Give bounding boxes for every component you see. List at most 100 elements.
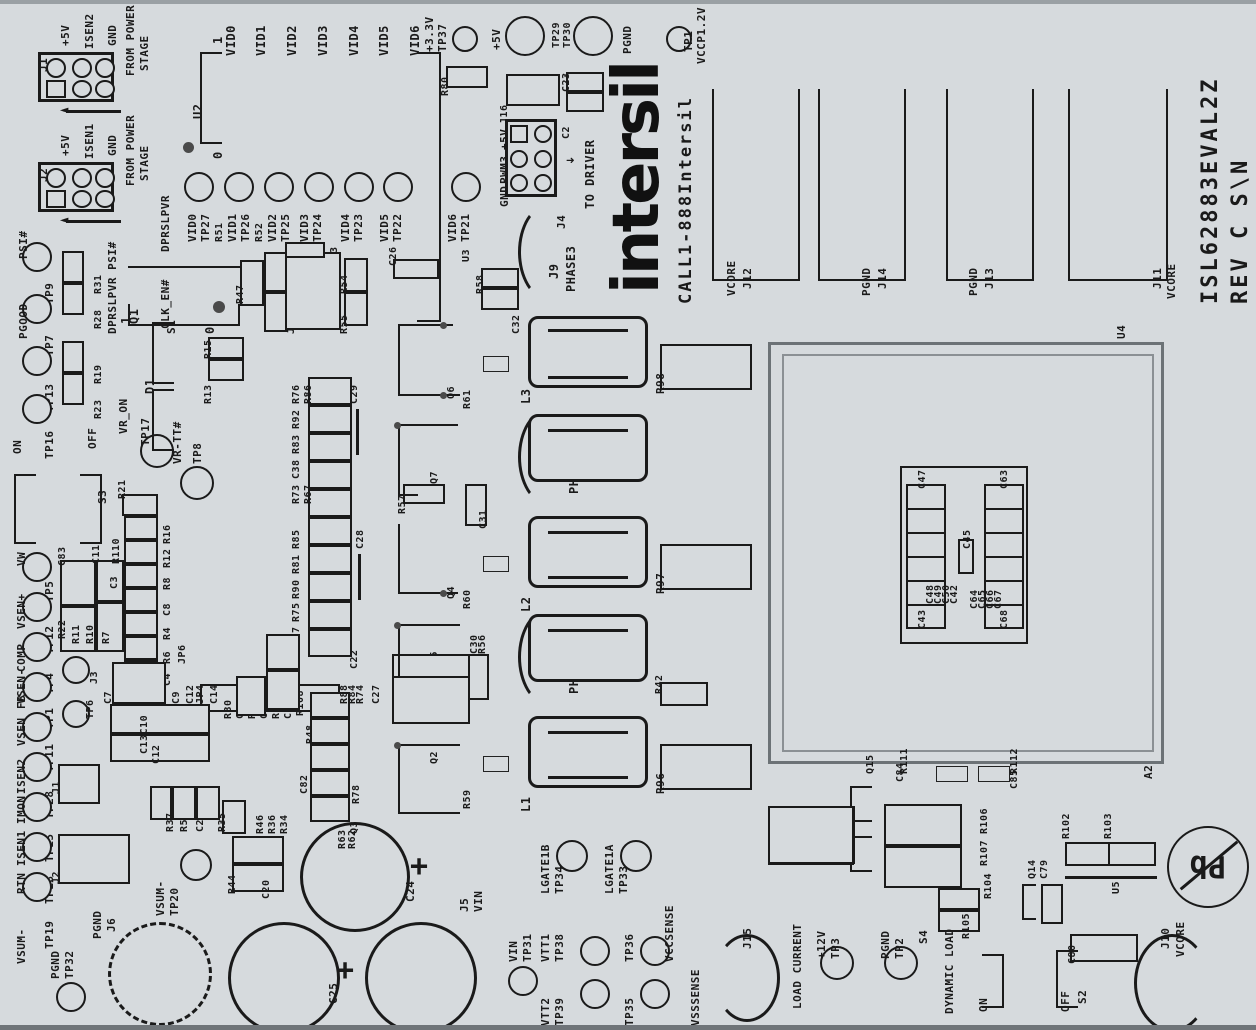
testpoint-tp2-pad[interactable]: [884, 946, 918, 980]
label-r106: R106: [979, 807, 990, 834]
cap-c23: [566, 72, 604, 92]
label-u2-pin0: 0: [211, 151, 225, 159]
cap-c26: [393, 259, 439, 279]
cap-c8: [124, 588, 158, 612]
pad-j3[interactable]: [62, 656, 90, 684]
testpoint-tp9-pad[interactable]: [22, 242, 52, 272]
testpoint-tp38-pad[interactable]: [580, 936, 610, 966]
u2-pin1-dot: [183, 142, 194, 153]
testpoint-tp12-pad[interactable]: [22, 592, 52, 622]
testpoint-tp17-pad[interactable]: [140, 434, 174, 468]
testpoint-tp35-pad[interactable]: [640, 979, 670, 1009]
testpoint-tp19-pad[interactable]: [22, 872, 52, 902]
label-5v-top: +5V: [490, 28, 503, 50]
resistor-r42: [660, 682, 708, 706]
label-tp33: TP33: [617, 865, 630, 895]
testpoint-tp28-pad[interactable]: [22, 752, 52, 782]
label-c38: C38: [291, 459, 302, 479]
label-r12: R12: [162, 548, 173, 568]
testpoint-tp1-pad[interactable]: [666, 26, 692, 52]
testpoint-tp31-pad[interactable]: [508, 966, 538, 996]
testpoint-tp5-pad[interactable]: [22, 552, 52, 582]
label-u2-pin1: 1: [211, 36, 225, 44]
arc-j10: [1134, 934, 1210, 1025]
label-tp3: TP3: [829, 937, 842, 959]
switch-s1-outline-left[interactable]: [152, 322, 174, 384]
label-tp1-ref: TP1: [682, 30, 695, 52]
connector-j11-outline[interactable]: [1068, 89, 1168, 281]
testpoint-tp37-pad[interactable]: [452, 26, 478, 52]
label-j15: J15: [741, 927, 754, 949]
resistor-r23: [62, 373, 84, 405]
connector-j12-outline[interactable]: [712, 89, 800, 281]
testpoint-tp7-pad[interactable]: [22, 294, 52, 324]
testpoint-5v-pad[interactable]: [505, 16, 545, 56]
testpoint-tp20-pad[interactable]: [180, 849, 212, 881]
testpoint-tp11-pad[interactable]: [22, 712, 52, 742]
testpoint-tp32-pad[interactable]: [56, 982, 86, 1012]
testpoint-tp21-pad[interactable]: [451, 172, 481, 202]
label-j10-sig: VCORE: [1174, 921, 1187, 957]
connector-j14-outline[interactable]: [818, 89, 906, 281]
testpoint-tp24-pad[interactable]: [304, 172, 334, 202]
resistor-r105: [938, 910, 980, 932]
resistor-row-b: [110, 704, 210, 734]
label-j2-pin-gnd: GND: [106, 134, 119, 156]
j1-arrow-head: ◄: [60, 102, 69, 118]
label-tp31: TP31: [521, 933, 534, 963]
label-s4: S4: [917, 929, 930, 944]
testpoint-tp1b-pad[interactable]: [22, 672, 52, 702]
testpoint-tp39-pad[interactable]: [580, 979, 610, 1009]
label-r97: R97: [654, 572, 667, 594]
switch-s3-outline2[interactable]: [80, 474, 102, 544]
label-vid6-tp-ref: TP21: [459, 213, 472, 243]
switch-s4-outline[interactable]: [982, 954, 1004, 1008]
label-r67: R67: [303, 484, 314, 504]
pad-tp6[interactable]: [62, 700, 90, 728]
resistor-r54: [344, 258, 368, 292]
resistor-r80: [446, 66, 488, 88]
label-tp37-sig: +3.3V: [423, 16, 436, 52]
label-r11: R11: [71, 624, 82, 644]
j2-arrow-line: [66, 220, 121, 223]
testpoint-tp18-pad[interactable]: [22, 832, 52, 862]
connector-j16[interactable]: [506, 74, 560, 106]
testpoint-tp27-pad[interactable]: [184, 172, 214, 202]
label-isen1: ISEN1: [15, 830, 28, 866]
label-c32: C32: [511, 314, 522, 334]
label-pgood-sig: PGOOD: [17, 303, 30, 339]
label-j12-ref: J12: [741, 267, 754, 289]
res-stack-1: [310, 692, 350, 718]
testpoint-tp16-pad[interactable]: [22, 394, 52, 424]
resistor-r31: [62, 251, 84, 283]
label-j10-ref: J10: [1159, 927, 1172, 949]
testpoint-tp4-pad[interactable]: [22, 632, 52, 662]
label-vsum-tp20-ref: TP20: [168, 887, 181, 917]
testpoint-tp23-pad[interactable]: [344, 172, 374, 202]
cap-c80: [1070, 934, 1138, 962]
u1-outline: [128, 266, 240, 318]
label-r55: R55: [339, 314, 350, 334]
connector-j13-outline[interactable]: [946, 89, 1034, 281]
label-r111: R111: [899, 747, 910, 774]
testpoint-tp8-pad[interactable]: [180, 466, 214, 500]
testpoint-tp34-pad[interactable]: [556, 840, 588, 872]
label-j14-ref: J14: [876, 267, 889, 289]
switch-s2-outline[interactable]: [1056, 950, 1078, 1008]
switch-s1-outline-left2[interactable]: [152, 389, 174, 451]
label-c31: C31: [478, 509, 489, 529]
label-r78: R78: [351, 784, 362, 804]
testpoint-tp13-pad[interactable]: [22, 346, 52, 376]
label-vid6-tp-sig: VID6: [446, 213, 459, 243]
switch-s3-outline[interactable]: [14, 474, 36, 544]
testpoint-tp3-pad[interactable]: [820, 946, 854, 980]
testpoint-tp26-pad[interactable]: [224, 172, 254, 202]
testpoint-tp22-pad[interactable]: [383, 172, 413, 202]
testpoint-tp36-pad[interactable]: [640, 936, 670, 966]
testpoint-tp25-pad[interactable]: [264, 172, 294, 202]
testpoint-tp33-pad[interactable]: [620, 840, 652, 872]
label-tp30: TP30: [562, 21, 573, 48]
label-isen2: ISEN2: [15, 758, 28, 794]
testpoint-tp30-pad[interactable]: [573, 16, 613, 56]
testpoint-tp15-pad[interactable]: [22, 792, 52, 822]
